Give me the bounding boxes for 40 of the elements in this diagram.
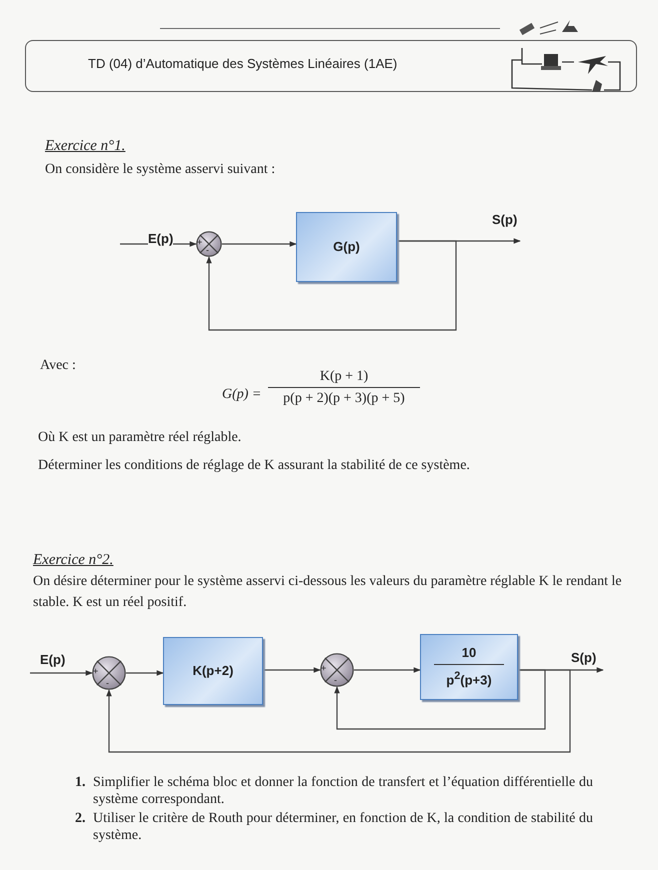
arrow xyxy=(334,669,546,730)
header-banner xyxy=(25,40,637,92)
block-label: 10 xyxy=(462,645,476,662)
block-label: G(p) xyxy=(333,239,360,255)
exercise-heading: Exercice n°1. xyxy=(45,138,126,155)
plus-sign: + xyxy=(197,237,202,247)
summing-junction xyxy=(196,231,222,257)
arrow xyxy=(30,670,93,676)
plus-sign: + xyxy=(321,663,326,673)
arrow xyxy=(106,669,571,753)
minus-sign: - xyxy=(334,675,337,685)
exercise-heading: Exercice n°2. xyxy=(33,552,114,569)
block-label: K(p+2) xyxy=(192,663,234,679)
minus-sign: - xyxy=(106,678,109,688)
list-number: 1. xyxy=(75,774,86,791)
minus-sign: - xyxy=(206,245,209,255)
block-label: p$^{2}$(p+3) xyxy=(446,669,492,689)
summing-junction xyxy=(320,653,354,687)
plus-sign: + xyxy=(93,666,98,676)
transfer-function-block xyxy=(296,212,397,282)
list-number: 2. xyxy=(75,810,86,827)
paragraph: Déterminer les conditions de réglage de K assurant la stabilité de ce système. xyxy=(38,457,470,474)
arrow xyxy=(263,667,321,673)
arrow xyxy=(222,241,297,247)
list-item: Simplifier le schéma bloc et donner la fonction de transfert et l’équation différentielle du système correspondant. xyxy=(93,774,593,808)
paragraph: Où K est un paramètre réel réglable. xyxy=(38,429,242,446)
header-title: TD (04) d’Automatique des Systèmes Linéaires (1AE) xyxy=(88,56,398,71)
paragraph: On désire déterminer pour le système asservi ci-dessous les valeurs du paramètre réglable K le rendant le stable. K est un réel positif. xyxy=(33,573,623,612)
arrow xyxy=(206,240,457,331)
formula-numerator: K(p + 1) xyxy=(318,368,370,385)
transfer-function-block xyxy=(163,637,263,705)
arrow xyxy=(354,667,421,673)
summing-junction xyxy=(92,656,126,690)
transfer-function-block xyxy=(420,634,518,700)
list-item: Utiliser le critère de Routh pour déterminer, en fonction de K, la condition de stabilité du système. xyxy=(93,810,593,844)
arrow xyxy=(126,670,164,676)
paragraph: Avec : xyxy=(40,357,76,374)
paragraph: On considère le système asservi suivant : xyxy=(45,161,276,178)
formula-denominator: p(p + 2)(p + 3)(p + 5) xyxy=(282,390,406,407)
formula-term: G(p) = xyxy=(222,386,262,403)
